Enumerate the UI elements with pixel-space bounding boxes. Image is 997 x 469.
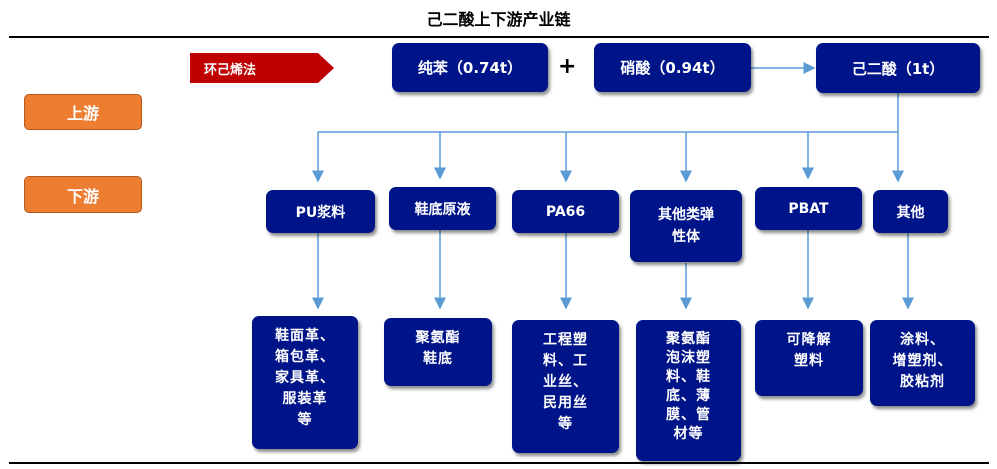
adipic-acid-box: 己二酸（1t）	[816, 43, 980, 93]
nitric-acid-box: 硝酸（0.94t）	[594, 43, 751, 92]
stage-downstream: 下游	[24, 176, 142, 213]
category-pa66: PA66	[512, 190, 619, 233]
category-other: 其他	[873, 190, 948, 233]
stage-upstream: 上游	[24, 94, 142, 130]
bottom-rule	[9, 462, 989, 464]
method-arrow-shape	[190, 53, 334, 83]
method-label: 环己烯法	[204, 62, 257, 78]
top-rule	[9, 36, 989, 38]
products-other: 涂料、 增塑剂、 胶粘剂	[870, 320, 975, 406]
products-elastomers: 聚氨酯 泡沫塑 料、鞋 底、薄 膜、管 材等	[636, 320, 741, 461]
category-shoe-sole-liquid: 鞋底原液	[389, 187, 496, 230]
category-pu-slurry: PU浆料	[266, 190, 375, 233]
products-pbat: 可降解 塑料	[755, 320, 863, 396]
diagram-title: 己二酸上下游产业链	[426, 10, 571, 29]
category-other-elastomers: 其他类弹 性体	[630, 190, 742, 262]
benzene-box: 纯苯（0.74t）	[392, 43, 548, 92]
products-pa66: 工程塑 料、工 业丝、 民用丝 等	[512, 320, 619, 453]
products-pu: 鞋面革、 箱包革、 家具革、 服装革 等	[252, 316, 358, 449]
category-pbat: PBAT	[755, 187, 862, 230]
plus-sign: +	[558, 54, 577, 79]
products-shoe-sole: 聚氨酯 鞋底	[384, 318, 492, 386]
